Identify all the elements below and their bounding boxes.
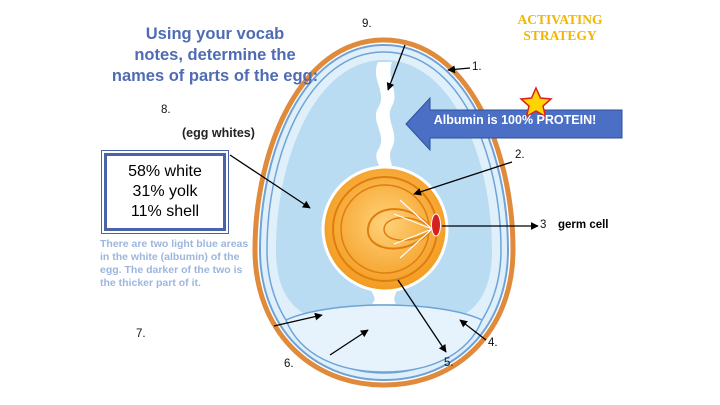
label-9: 9.: [362, 18, 372, 30]
yolk-percentage: 31% yolk: [132, 183, 198, 200]
composition-box: 58% white 31% yolk 11% shell: [101, 150, 229, 234]
title-line-1: Using your vocab: [145, 25, 285, 43]
egg-whites-label: (egg whites): [182, 126, 255, 140]
label-7: 7.: [136, 328, 146, 340]
arrow-9: [386, 44, 406, 91]
arrow-8: [229, 154, 311, 209]
latebra-inner: [383, 217, 433, 241]
albumin-callout-arrow: [405, 96, 623, 152]
arrow-1: [447, 65, 471, 74]
strategy-line-1: ACTIVATING: [517, 12, 603, 27]
white-percentage: 58% white: [128, 163, 202, 180]
label-1: 1.: [472, 61, 482, 73]
latebra: [366, 208, 433, 250]
germ-spot: [431, 213, 441, 237]
arrow-6: [329, 329, 369, 356]
arrow-5: [397, 279, 447, 353]
egg-shell: [252, 37, 516, 388]
strategy-line-2: STRATEGY: [523, 28, 597, 43]
title-line-3: names of parts of the egg:: [111, 67, 319, 85]
instruction-title: Using your vocab notes, determine the na…: [100, 24, 330, 87]
label-6: 6.: [284, 358, 294, 370]
label-2: 2.: [515, 149, 525, 161]
latebra-lines: [393, 199, 433, 259]
arrow-7: [273, 312, 323, 327]
yolk-ring-2: [340, 184, 430, 274]
albumin-callout-text: Albumin is 100% PROTEIN!: [433, 113, 597, 127]
label-3: 3: [540, 219, 547, 231]
label-8: 8.: [161, 104, 171, 116]
title-line-2: notes, determine the: [134, 46, 296, 64]
activating-strategy-label: ACTIVATING STRATEGY: [490, 12, 630, 44]
air-cell: [285, 304, 483, 373]
label-5: 5.: [444, 357, 454, 369]
star-icon: [519, 86, 553, 119]
germ-cell-label: germ cell: [558, 219, 609, 231]
label-4: 4.: [488, 337, 498, 349]
albumin-note: There are two light blue areas in the wh…: [100, 238, 249, 289]
arrow-2: [413, 161, 513, 196]
shell-percentage: 11% shell: [130, 203, 200, 220]
arrow-4: [459, 319, 487, 341]
